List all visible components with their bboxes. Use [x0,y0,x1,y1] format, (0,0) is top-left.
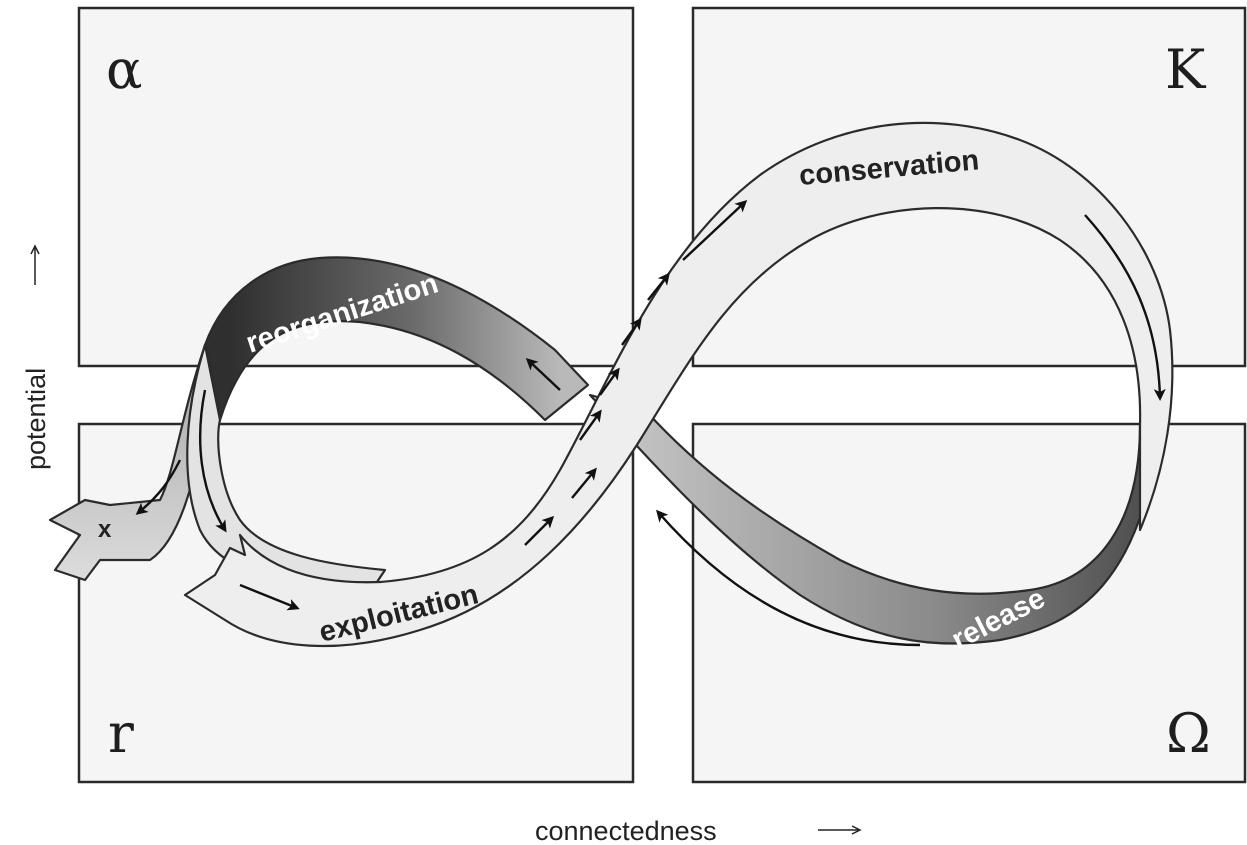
flow-arrow-7 [682,199,748,261]
x-axis-label: connectedness [535,816,717,845]
quadrant-omega-label: Ω [1166,702,1211,765]
flow-arrow-4 [599,367,620,396]
reorganization-ribbon [203,256,590,422]
flow-arrow-2 [571,467,597,499]
x-axis-arrowhead [851,825,862,835]
quadrant-alpha-label: α [106,38,142,101]
quadrant-k-label: K [1165,38,1207,101]
conservation-to-release-arrow [1084,214,1166,401]
backloop-arrow [198,389,227,533]
release-to-reorganization-arrow [656,509,921,647]
flow-arrow-3 [579,409,602,441]
exit-x-label: x [98,516,112,543]
flow-arrow-5 [621,317,642,346]
y-axis-label: potential [21,368,51,470]
y-axis-arrowhead [30,244,40,255]
flow-arrow-6 [647,272,670,301]
into-reorganization-arrow [525,357,561,391]
exit-arrow [135,459,182,515]
flow-arrow-1 [524,515,555,546]
quadrant-r-label: r [108,702,134,765]
exploitation-conservation-ribbon [183,121,1174,648]
into-exploitation-arrow [239,583,300,611]
